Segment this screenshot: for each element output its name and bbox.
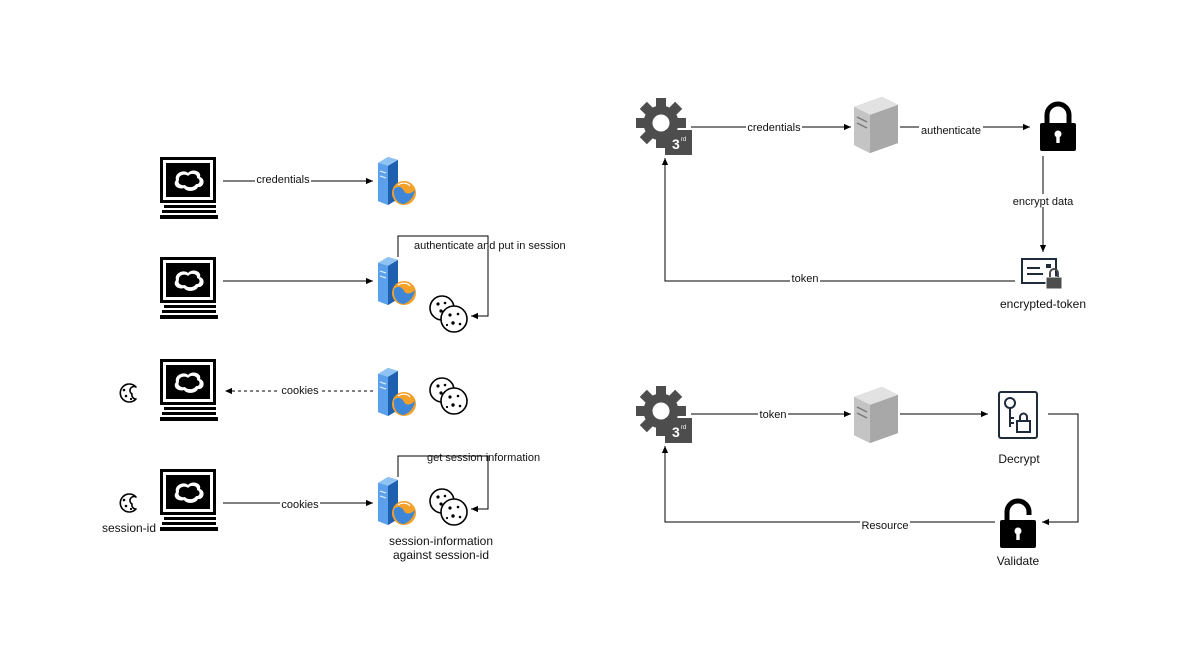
token-return-arrow [661, 158, 1015, 282]
decrypt-caption: Decrypt [998, 452, 1040, 466]
client-computer-icon [160, 157, 218, 219]
validate-arrow [1042, 413, 1079, 526]
lock-closed-icon [1040, 104, 1076, 151]
encrypted-token-icon [1021, 258, 1063, 290]
third-party-badge-sup: rd [681, 137, 686, 143]
web-server-icon [377, 367, 417, 417]
client-computer-icon [160, 257, 218, 319]
client-computer-icon [160, 359, 218, 421]
session-cookies-icon [429, 377, 468, 415]
session-id-caption: session-id [102, 521, 156, 535]
session-info-caption: session-information [389, 534, 493, 548]
token-return-label: token [792, 273, 819, 285]
session-cookies-icon [429, 295, 468, 333]
session-cookies-icon [429, 488, 468, 526]
cookie-icon [119, 383, 137, 403]
get-session-info-label: get session information [427, 452, 540, 464]
resource-label: Resource [861, 520, 908, 532]
encrypted-token-caption: encrypted-token [1000, 297, 1086, 311]
authenticate-session-label: authenticate and put in session [414, 240, 566, 252]
session-lookup-loop-arrow [397, 455, 489, 513]
auth-server-icon [853, 96, 899, 154]
third-party-badge [665, 418, 692, 443]
cookies-response-label: cookies [281, 385, 319, 397]
credentials-label: credentials [256, 174, 310, 186]
token-label: token [760, 409, 787, 421]
session-info-caption-line2: against session-id [393, 548, 489, 562]
cookies-request-label: cookies [281, 499, 319, 511]
decrypt-key-icon [998, 391, 1038, 439]
client-computer-icon [160, 469, 218, 531]
third-party-badge [665, 130, 692, 155]
validate-caption: Validate [997, 554, 1040, 568]
web-server-icon [377, 156, 417, 206]
encrypt-data-label: encrypt data [1013, 196, 1074, 208]
web-server-icon [377, 256, 417, 306]
third-party-badge-sup: rd [681, 425, 686, 431]
third-party-badge-text: 3 [672, 424, 680, 440]
web-server-icon [377, 476, 417, 526]
resource-return-arrow [661, 446, 995, 523]
cookie-icon [119, 493, 137, 513]
resource-server-icon [853, 386, 899, 444]
authenticate-label: authenticate [921, 125, 981, 137]
credentials-label: credentials [747, 122, 801, 134]
lock-open-icon [1000, 501, 1036, 548]
authenticate-loop-arrow [397, 235, 489, 320]
third-party-badge-text: 3 [672, 136, 680, 152]
